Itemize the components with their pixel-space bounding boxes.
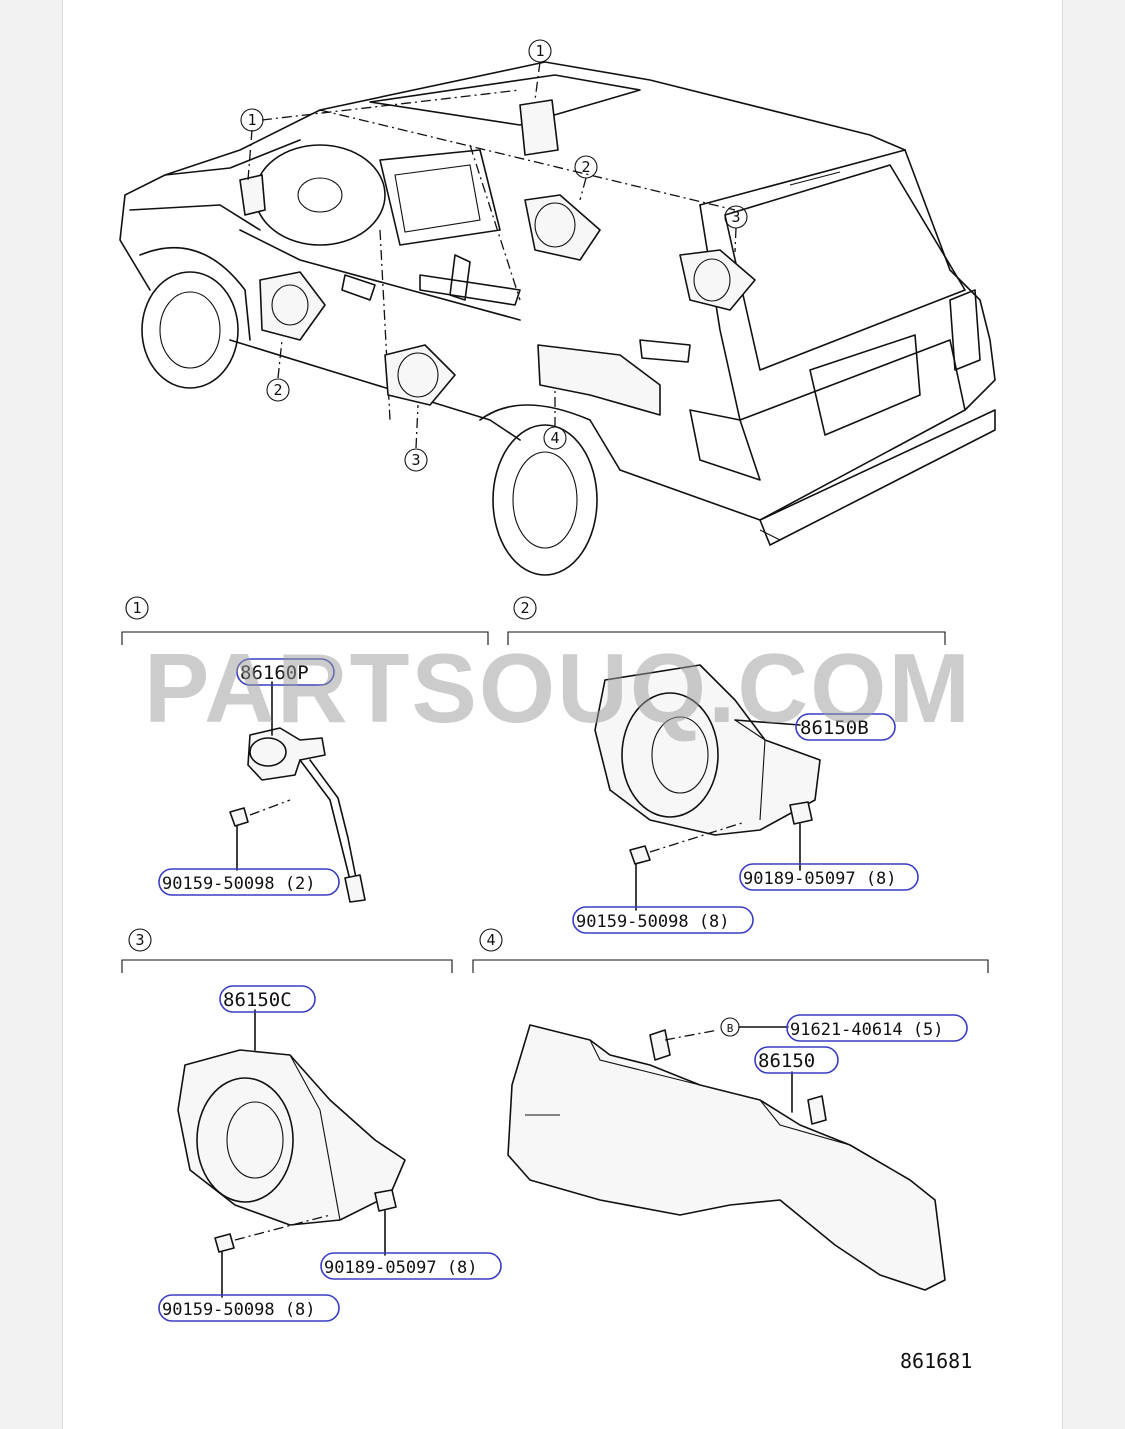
section-number: 4	[486, 931, 495, 949]
part-number: 90189-05097 (8)	[743, 869, 897, 889]
callout-number: 1	[535, 42, 544, 60]
vehicle-callouts	[247, 61, 737, 449]
part-number: 86150	[758, 1050, 815, 1072]
section-2-header: 2	[507, 596, 946, 645]
part-label-86150B[interactable]: 86150B	[795, 713, 896, 741]
part-label-90159-50098-8-sec2[interactable]: 90159-50098 (8)	[572, 906, 754, 934]
callout-2b: 2	[266, 378, 290, 402]
callout-number: 2	[581, 158, 590, 176]
part-number: 86150B	[800, 717, 869, 739]
section-number: 3	[135, 931, 144, 949]
diagram-code: 861681	[900, 1349, 972, 1373]
callout-number: 3	[731, 208, 740, 226]
part-number: 90159-50098 (8)	[162, 1300, 316, 1320]
left-margin-panel	[0, 0, 63, 1429]
part-label-86160P[interactable]: 86160P	[236, 658, 335, 686]
callout-4: 4	[543, 426, 567, 450]
part-number: 90189-05097 (8)	[324, 1258, 478, 1278]
section-number: 1	[132, 599, 141, 617]
part-number: 90159-50098 (2)	[162, 874, 316, 894]
part-label-90189-05097-8-sec3[interactable]: 90189-05097 (8)	[320, 1252, 502, 1280]
callout-number: 2	[273, 381, 282, 399]
watermark: PARTSOUQ.COM	[144, 633, 972, 743]
section-1-parts	[229, 681, 366, 903]
section-1-header: 1	[121, 596, 489, 645]
vehicle-speakers	[239, 99, 756, 416]
section-2-parts	[594, 664, 821, 911]
part-label-86150[interactable]: 86150	[754, 1046, 839, 1074]
section-3-header: 3	[121, 928, 453, 973]
vehicle-illustration	[119, 61, 996, 576]
part-number: 91621-40614 (5)	[790, 1020, 944, 1040]
callout-1a: 1	[240, 108, 264, 132]
callout-number: 3	[411, 451, 420, 469]
part-label-90159-50098-2[interactable]: 90159-50098 (2)	[158, 868, 340, 896]
callout-3b: 3	[404, 448, 428, 472]
callout-3a: 3	[724, 205, 748, 229]
part-number: 86150C	[223, 989, 292, 1011]
part-label-90159-50098-8-sec3[interactable]: 90159-50098 (8)	[158, 1294, 340, 1322]
section-number: 2	[520, 599, 529, 617]
callout-1b: 1	[528, 39, 552, 63]
bolt-symbol: B	[727, 1022, 734, 1035]
callout-2a: 2	[574, 155, 598, 179]
part-number: 90159-50098 (8)	[576, 912, 730, 932]
callout-number: 1	[247, 111, 256, 129]
part-number: 86160P	[240, 662, 309, 684]
part-label-91621-40614-5[interactable]: 91621-40614 (5)	[786, 1014, 968, 1042]
part-label-86150C[interactable]: 86150C	[219, 985, 316, 1013]
right-margin-panel	[1062, 0, 1125, 1429]
section-4-header: 4	[472, 928, 989, 973]
section-4-parts: B	[507, 1017, 946, 1291]
section-3-parts	[177, 1009, 406, 1298]
part-label-90189-05097-8-sec2[interactable]: 90189-05097 (8)	[739, 863, 919, 891]
callout-number: 4	[550, 429, 559, 447]
